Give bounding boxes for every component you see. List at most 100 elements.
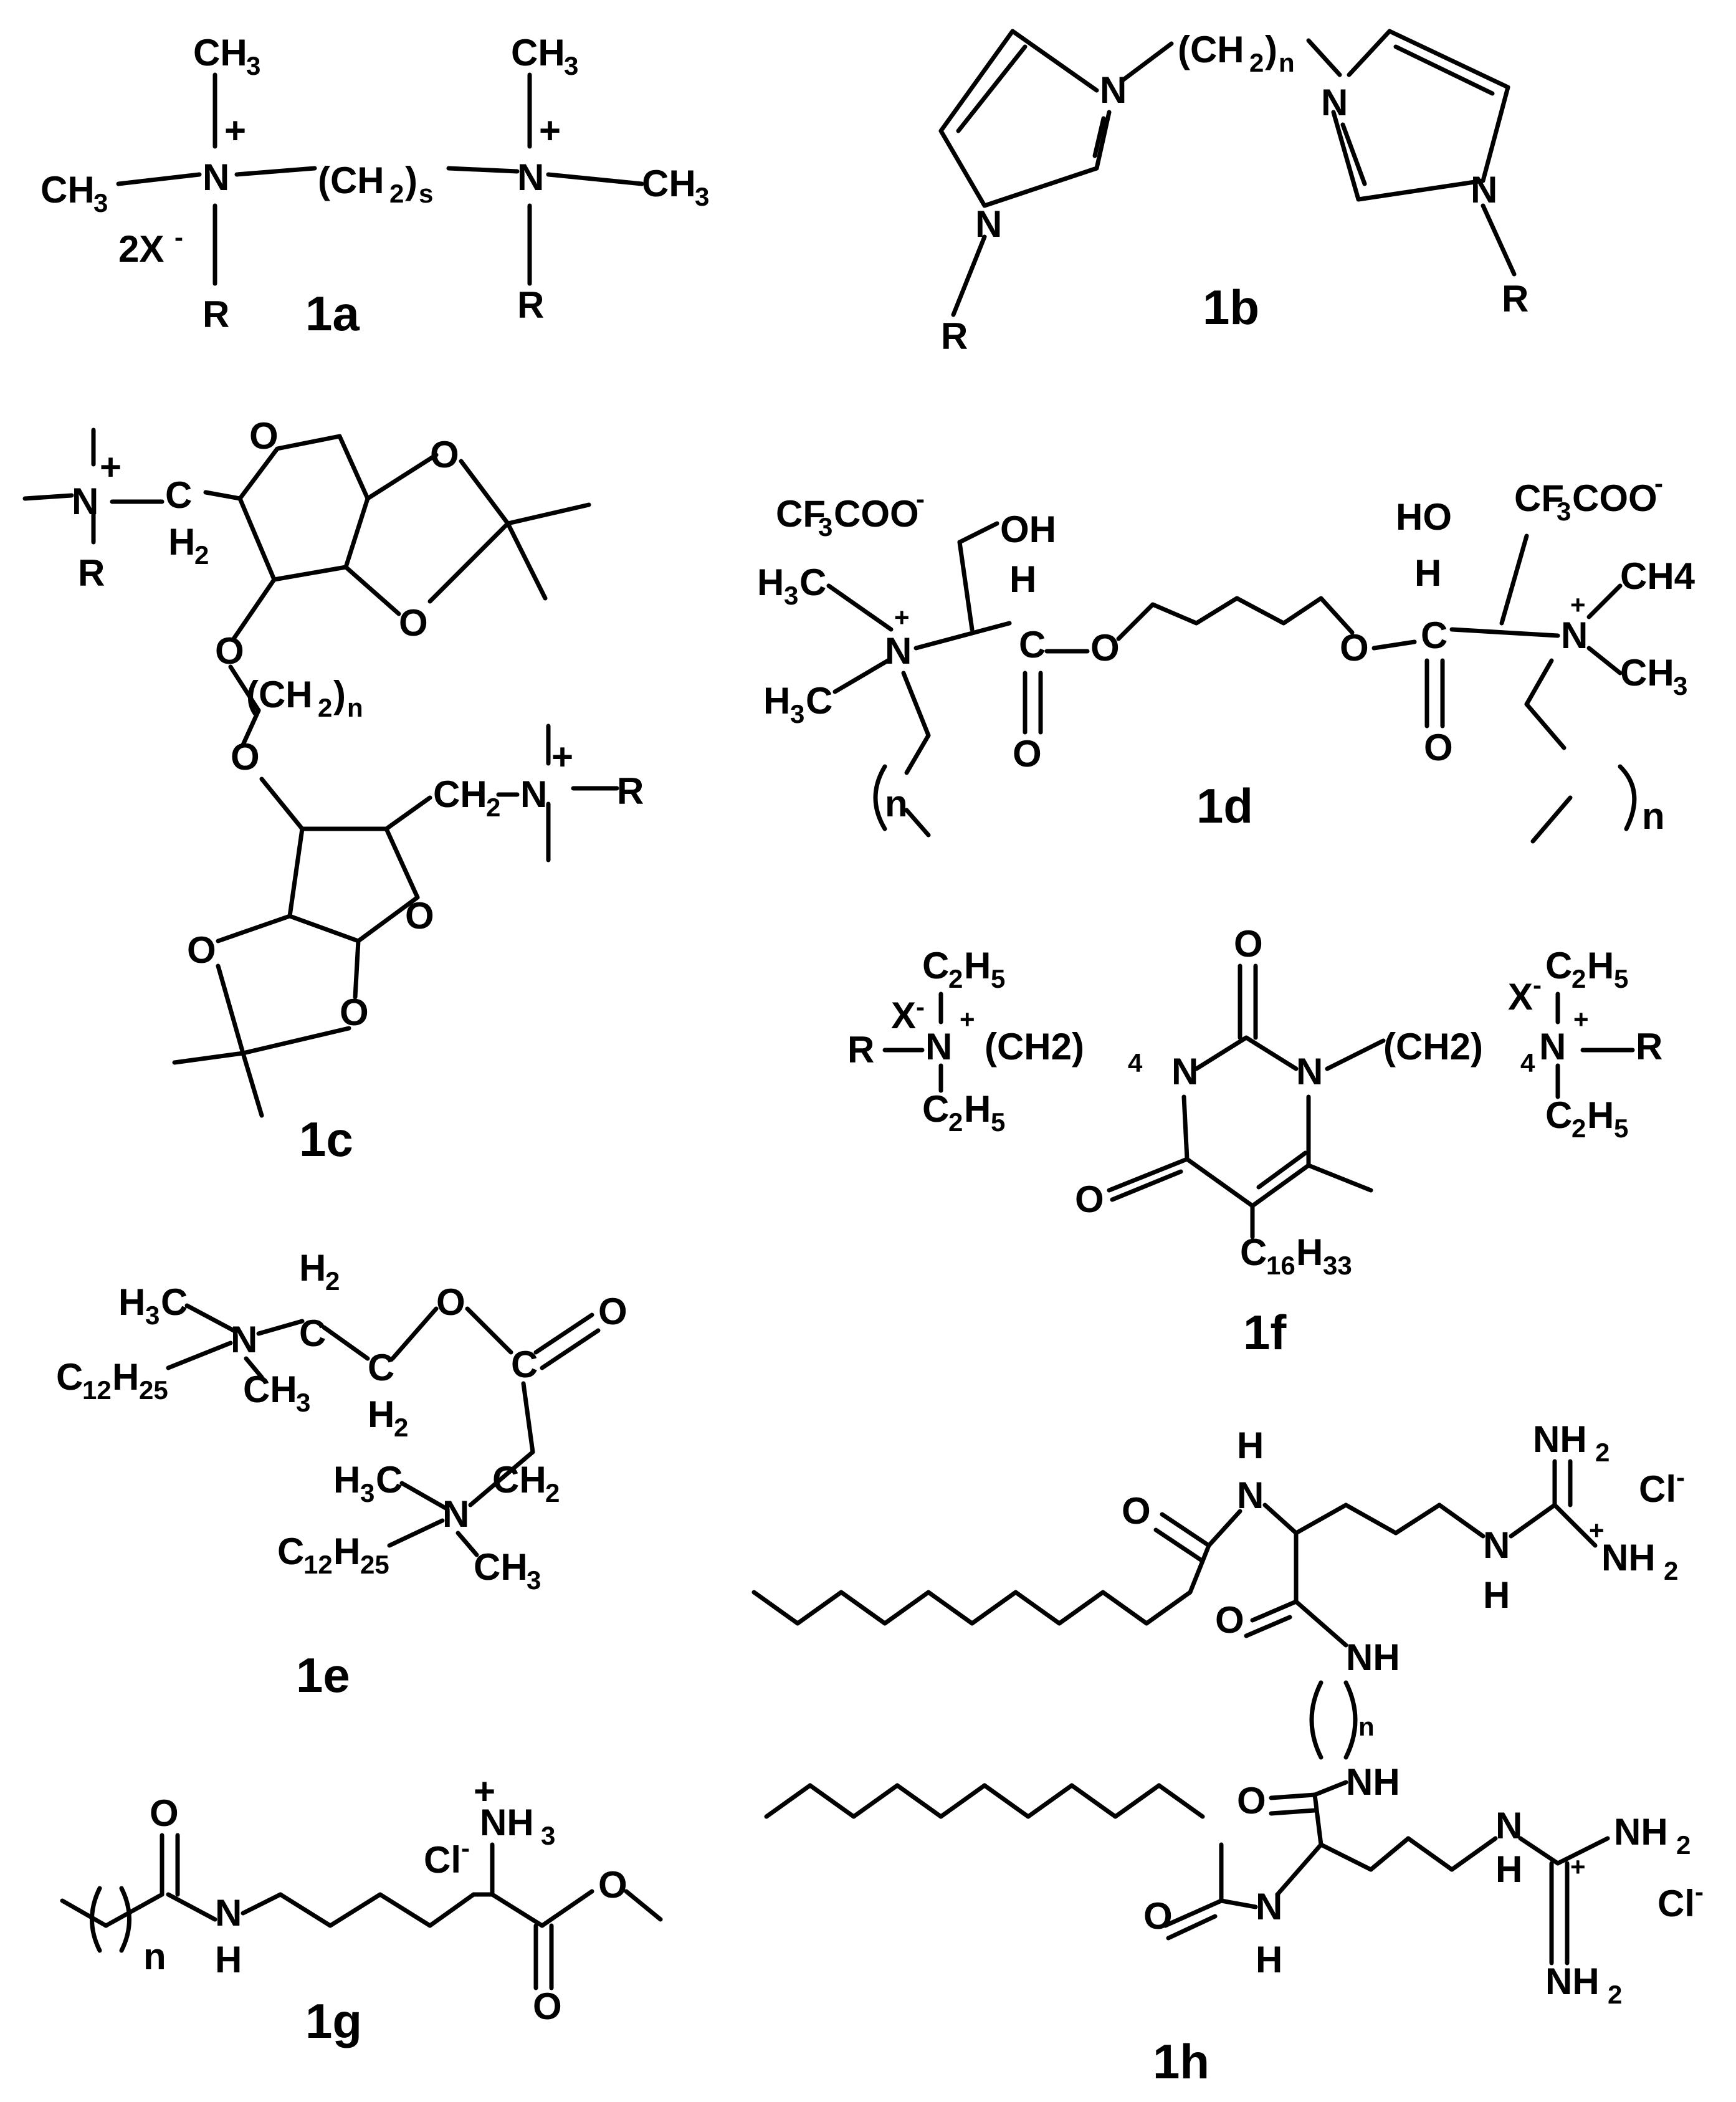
atom-o: O — [1013, 733, 1042, 775]
subscript: 3 — [145, 1301, 160, 1330]
subscript: 5 — [991, 964, 1005, 993]
counter-ion-x: X — [891, 995, 916, 1036]
compound-label-1h: 1h — [1153, 2034, 1209, 2089]
atom-h: H — [1009, 558, 1036, 600]
atom-o: O — [1075, 1178, 1104, 1220]
atom-cf3coo: CF — [1514, 477, 1564, 519]
chain-ch2: (CH — [318, 160, 384, 201]
subscript: 3 — [527, 1565, 541, 1595]
atom-ch4: CH4 — [1620, 555, 1695, 597]
charge-plus: + — [224, 110, 246, 151]
atom-nh: NH — [1346, 1761, 1400, 1803]
atom-o: O — [399, 602, 428, 644]
structure-1c: O O O O O O O O N + C H 2 R (CH 2 ) n CH… — [22, 415, 644, 1167]
atom-h: H — [215, 1939, 242, 1980]
atom-r: R — [847, 1029, 874, 1071]
subscript: 2 — [1676, 1830, 1691, 1860]
atom-n: N — [1483, 1524, 1510, 1566]
compound-label-1a: 1a — [305, 286, 360, 341]
compound-label-1e: 1e — [296, 1648, 350, 1703]
compound-label-1b: 1b — [1203, 280, 1259, 335]
atom-o: O — [1215, 1599, 1244, 1641]
structure-1h: H N O NH 2 Cl - N H + NH 2 O NH n NH O N… — [751, 1418, 1704, 2089]
atom-h: H — [1256, 1939, 1282, 1980]
atom-nh: NH — [1346, 1636, 1400, 1678]
atom-c2h5: C — [922, 945, 949, 987]
atom-ch3: CH — [41, 169, 95, 211]
subscript-n: n — [1642, 795, 1665, 837]
chain-ch2: (CH2) — [985, 1026, 1084, 1068]
subscript: 2 — [318, 693, 332, 722]
atom-h: H — [964, 945, 991, 987]
subscript: 3 — [564, 51, 578, 80]
charge-plus: + — [474, 1770, 495, 1812]
atom-o: O — [430, 434, 459, 475]
subscript: 3 — [784, 581, 798, 610]
structure-1g: O NH 3 + Cl - O N H n O 1g — [60, 1770, 663, 2048]
subscript: 2 — [1571, 964, 1586, 993]
atom-c: C — [368, 1347, 394, 1388]
atom-nh2: NH — [1545, 1961, 1600, 2002]
subscript: 33 — [1323, 1251, 1352, 1280]
atom-o: O — [533, 1985, 562, 2027]
subscript: 12 — [82, 1375, 112, 1405]
atom-o: O — [150, 1792, 179, 1834]
atom-c2h5: C — [922, 1088, 949, 1130]
structure-1d: CF 3 COO - CF 3 COO - OH HO H 3 C H 3 C … — [757, 469, 1695, 844]
subscript-s: s — [419, 179, 433, 208]
compound-label-1g: 1g — [305, 1994, 362, 2048]
charge-minus: - — [1695, 1877, 1704, 1906]
atom-o: O — [598, 1291, 627, 1332]
atom-c: C — [299, 1312, 326, 1354]
charge-plus: + — [1573, 1005, 1589, 1034]
atom-o: O — [598, 1864, 627, 1906]
atom-o: O — [187, 929, 216, 971]
atom-o: O — [1237, 1780, 1266, 1822]
atom-n: N — [1471, 169, 1497, 211]
atom-c2h5: C — [1545, 1094, 1572, 1136]
subscript: 2 — [394, 1413, 408, 1442]
atom-cl: Cl — [424, 1839, 461, 1881]
atom-c: C — [165, 474, 192, 516]
atom-r: R — [941, 315, 968, 357]
subscript: 2 — [1595, 1438, 1610, 1467]
atom-r: R — [203, 294, 229, 335]
atom-o: O — [1122, 1490, 1151, 1532]
atom-ch3: CH — [243, 1369, 297, 1410]
subscript: 25 — [360, 1550, 389, 1579]
atom-h3c: H — [757, 561, 784, 603]
atom-n: N — [1237, 1474, 1264, 1516]
charge-plus: + — [960, 1005, 975, 1034]
charge-minus: - — [174, 222, 183, 252]
subscript: 3 — [818, 512, 832, 542]
subscript: 2 — [948, 964, 963, 993]
subscript: 2 — [194, 540, 209, 570]
atom-h3c: H — [763, 680, 790, 722]
paren: ) — [1265, 29, 1277, 70]
atom-c: C — [511, 1344, 538, 1385]
atom-n: N — [1100, 69, 1127, 111]
subscript: 5 — [991, 1107, 1005, 1137]
atom-c: C — [799, 561, 826, 603]
atom-ho: HO — [1396, 496, 1452, 538]
atom-o: O — [215, 630, 244, 672]
subscript: 3 — [1557, 497, 1571, 526]
atom-h: H — [1237, 1425, 1264, 1466]
subscript: 3 — [695, 182, 709, 211]
subscript: 3 — [790, 699, 804, 729]
subscript: 12 — [303, 1550, 333, 1579]
charge-minus: - — [1533, 970, 1542, 1000]
charge-minus: - — [1676, 1463, 1685, 1492]
atom-h: H — [1587, 1094, 1614, 1136]
atom-cl: Cl — [1639, 1468, 1676, 1510]
subscript: 2 — [1608, 1980, 1622, 2009]
atom-n: N — [517, 156, 544, 198]
atom-cf3coo: CF — [776, 493, 826, 535]
charge-minus: - — [461, 1833, 470, 1863]
atom-c: C — [1019, 624, 1046, 666]
atom-r: R — [517, 284, 544, 326]
subscript-n: n — [347, 693, 363, 722]
atom-n: N — [1296, 1051, 1323, 1092]
